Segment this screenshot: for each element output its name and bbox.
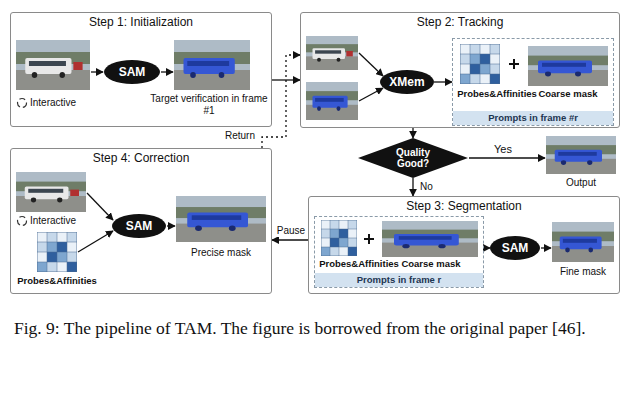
mask-frame	[174, 40, 250, 90]
annotation-label: Yes	[494, 143, 524, 155]
mask-frame	[552, 222, 614, 262]
annotation-label: Target verification in frame #1	[150, 93, 268, 117]
flow-wire	[167, 225, 175, 226]
prompt-band: Prompts in frame r	[315, 273, 483, 287]
annotation-label: Output	[546, 177, 616, 189]
step-title: Step 2: Tracking	[301, 15, 619, 30]
step-title: Step 4: Correction	[11, 151, 271, 166]
model-name: XMem	[389, 75, 424, 89]
prompt-band: Prompts in frame #r	[453, 111, 613, 125]
mask-frame	[382, 221, 478, 257]
flow-connector	[412, 128, 413, 138]
affinity-grid	[460, 44, 500, 84]
step-title: Step 3: Segmentation	[309, 199, 619, 214]
model-oval: SAM	[490, 236, 540, 260]
edge-label: No	[419, 181, 434, 193]
flow-connector	[272, 239, 308, 240]
plus-sign	[364, 234, 374, 244]
annotation-label: Coarse mask	[386, 258, 476, 270]
prompt-panel: Prompts in frame #r	[452, 38, 614, 126]
diamond-shape	[358, 138, 468, 178]
flow-wire	[87, 193, 113, 220]
model-oval: XMem	[380, 70, 434, 94]
step-panel: Step 3: SegmentationPrompts in frame r SA…	[308, 196, 620, 294]
figure-caption: Fig. 9: The pipeline of TAM. The figure …	[14, 316, 619, 341]
prompt-panel: Prompts in frame r	[314, 216, 484, 288]
decision-diamond: Quality Good?	[358, 138, 468, 178]
flow-wire	[91, 71, 103, 72]
mask-frame	[176, 196, 266, 242]
annotation-label: Probes&Affinities	[14, 275, 100, 287]
annotation-label: Probes&Affinities	[316, 258, 402, 270]
annotation-label: Fine mask	[548, 266, 618, 278]
affinity-grid	[37, 232, 77, 272]
input-frame	[16, 172, 86, 212]
step-title: Step 1: Initialization	[11, 15, 271, 30]
step-panel: Step 2: TrackingXMemPrompts in frame #r	[300, 12, 620, 128]
annotation-label: Interactive	[30, 215, 110, 227]
annotation-label: Coarse mask	[528, 88, 608, 100]
model-name: SAM	[126, 219, 153, 233]
flow-wire	[469, 157, 545, 158]
model-oval: SAM	[112, 214, 166, 238]
mask-frame	[306, 82, 358, 120]
step-panel: Step 1: InitializationSAM	[10, 12, 272, 127]
affinity-grid	[321, 220, 357, 256]
edge-label: Pause	[274, 225, 308, 237]
annotation-label: Probes&Affinities	[454, 88, 540, 100]
mask-frame	[528, 46, 608, 86]
interactive-icon	[18, 99, 27, 108]
flow-wire	[78, 231, 113, 252]
interactive-icon	[18, 217, 27, 226]
edge-label: Return	[224, 130, 256, 142]
model-name: SAM	[119, 65, 146, 79]
flow-connector	[412, 178, 413, 196]
flow-connector	[434, 81, 452, 82]
annotation-label: Interactive	[30, 97, 110, 109]
flow-connector	[262, 55, 300, 148]
annotation-label: Precise mask	[176, 247, 266, 259]
input-frame	[306, 36, 358, 70]
plus-sign	[509, 59, 519, 69]
mask-frame	[546, 136, 616, 174]
input-frame	[16, 40, 90, 90]
flow-wire	[359, 88, 383, 101]
model-name: SAM	[502, 241, 529, 255]
flow-wire	[161, 71, 173, 72]
model-oval: SAM	[104, 60, 160, 84]
decision-text: Quality Good?	[387, 147, 439, 169]
flow-wire	[359, 53, 383, 76]
flow-wire	[541, 247, 551, 248]
